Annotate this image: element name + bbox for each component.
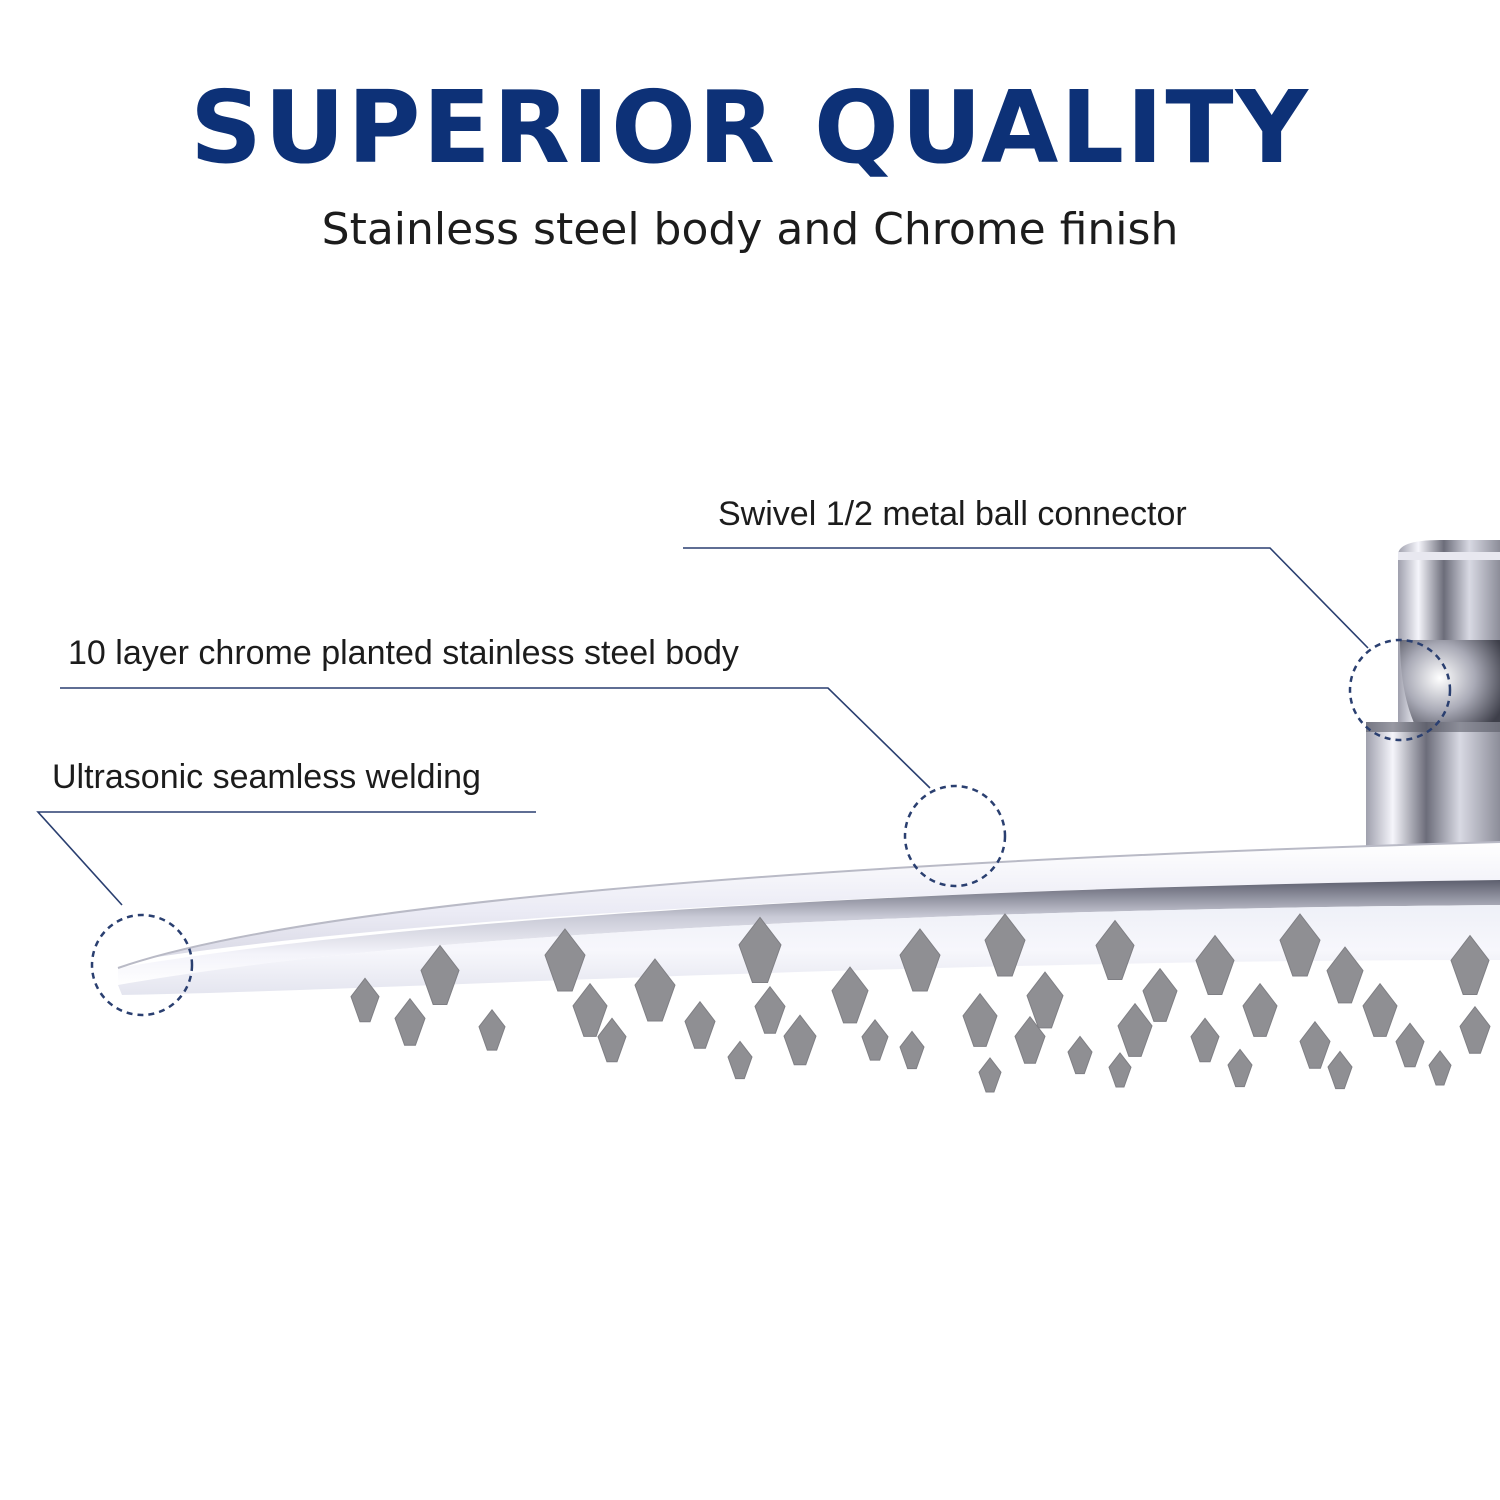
nozzle xyxy=(597,1017,627,1063)
nozzle xyxy=(962,992,998,1047)
leader-line-connector xyxy=(683,547,1369,649)
nozzle xyxy=(394,997,426,1046)
nozzle xyxy=(899,1030,925,1070)
nozzle xyxy=(1327,1050,1353,1090)
nozzle xyxy=(1190,1017,1220,1063)
marker-circle-welding xyxy=(90,913,194,1017)
plate-bottom-surface xyxy=(118,905,1500,995)
callout-welding-label: Ultrasonic seamless welding xyxy=(52,758,481,796)
nozzle xyxy=(1362,982,1398,1037)
nozzle xyxy=(1195,934,1235,995)
nozzle xyxy=(544,928,586,992)
ball-connector xyxy=(1366,540,1500,862)
nozzle xyxy=(634,958,676,1022)
nozzle xyxy=(831,966,869,1024)
callout-body-label: 10 layer chrome planted stainless steel … xyxy=(68,634,739,672)
nozzle xyxy=(1299,1020,1331,1069)
nozzle xyxy=(1242,982,1278,1037)
nozzle xyxy=(984,913,1026,977)
nozzle xyxy=(1067,1035,1093,1075)
marker-circle-connector xyxy=(1348,638,1452,742)
nozzle xyxy=(1026,971,1064,1029)
nozzle xyxy=(1227,1048,1253,1088)
nozzle xyxy=(684,1000,716,1049)
nozzle xyxy=(861,1019,889,1061)
nozzle xyxy=(1279,913,1321,977)
nozzle xyxy=(738,916,782,984)
nozzle xyxy=(350,977,380,1023)
marker-circle-body xyxy=(903,784,1007,888)
nozzle xyxy=(1108,1052,1132,1088)
nozzle xyxy=(1428,1050,1452,1086)
nozzle xyxy=(899,928,941,992)
plate-rim xyxy=(118,880,1500,985)
plate-edge-line xyxy=(117,841,1500,969)
connector-nut-highlight xyxy=(1398,552,1500,560)
nozzle xyxy=(1142,967,1178,1022)
nozzle xyxy=(572,982,608,1037)
nozzle xyxy=(978,1057,1002,1093)
nozzle xyxy=(1014,1015,1046,1064)
nozzle xyxy=(1459,1005,1491,1054)
nozzle xyxy=(420,944,460,1005)
nozzle xyxy=(783,1014,817,1066)
nozzle xyxy=(1450,934,1490,995)
nozzle xyxy=(1395,1022,1425,1068)
nozzle xyxy=(1095,919,1135,980)
plate-top-surface xyxy=(118,842,1500,968)
nozzle xyxy=(1326,946,1364,1004)
nozzle-group xyxy=(350,913,1491,1093)
nozzle xyxy=(754,985,786,1034)
headline: SUPERIOR QUALITY xyxy=(190,69,1310,186)
callout-connector-label: Swivel 1/2 metal ball connector xyxy=(718,495,1187,533)
nozzle xyxy=(478,1009,506,1051)
leader-line-body xyxy=(60,687,931,789)
connector-stem xyxy=(1366,722,1500,862)
shower-plate xyxy=(117,841,1500,995)
connector-stem-edge xyxy=(1366,722,1500,732)
subheadline: Stainless steel body and Chrome finish xyxy=(321,204,1179,255)
nozzle xyxy=(1117,1002,1153,1057)
callout-leaders xyxy=(36,547,1452,1017)
leader-line-welding xyxy=(36,811,536,906)
nozzle xyxy=(727,1040,753,1080)
